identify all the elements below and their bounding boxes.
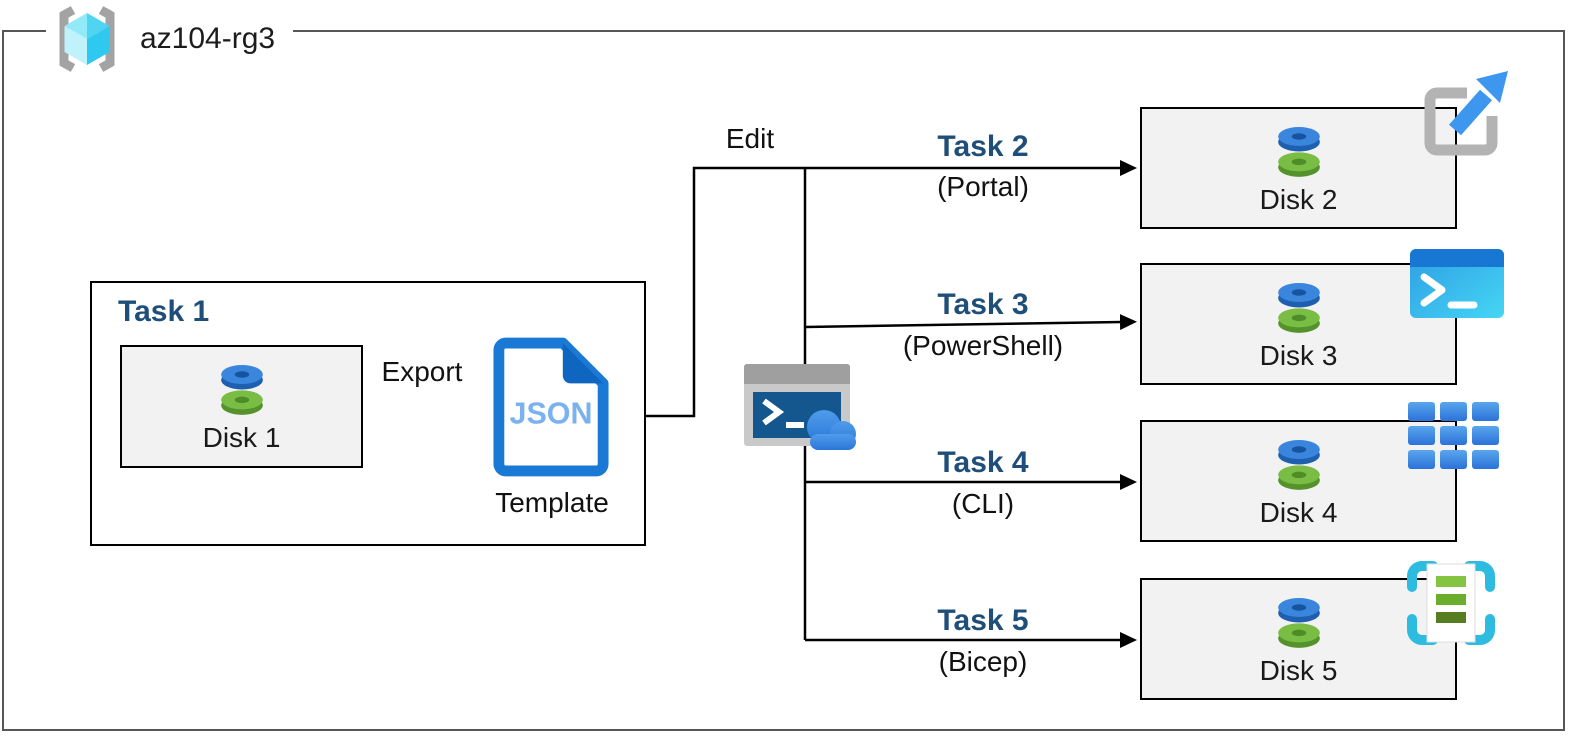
task5-label: Task 5 <box>937 604 1029 637</box>
edit-label: Edit <box>725 123 775 154</box>
disk2-box: Disk 2 <box>1140 107 1457 229</box>
task3-connector <box>804 314 1137 331</box>
task3-label: Task 3 <box>937 288 1029 321</box>
task4-tool-label: (CLI) <box>951 488 1015 519</box>
resource-group-icon <box>50 2 124 76</box>
task4-label: Task 4 <box>937 446 1029 479</box>
disk1-label: Disk 1 <box>202 422 281 453</box>
task1-title: Task 1 <box>118 295 210 328</box>
powershell-icon <box>1410 249 1504 318</box>
managed-disk-icon <box>209 360 275 418</box>
cloud-shell-icon <box>744 364 864 456</box>
disk3-label: Disk 3 <box>1259 340 1338 371</box>
disk4-box: Disk 4 <box>1140 420 1457 542</box>
managed-disk-icon <box>1266 278 1332 336</box>
disk5-box: Disk 5 <box>1140 578 1457 700</box>
json-template-icon: JSON <box>492 336 610 483</box>
managed-disk-icon <box>1266 593 1332 651</box>
task3-tool-label: (PowerShell) <box>902 330 1064 361</box>
task2-tool-label: (Portal) <box>937 171 1029 202</box>
azure-portal-icon <box>1415 68 1512 160</box>
bicep-template-icon <box>1406 560 1496 646</box>
json-file-text: JSON <box>510 397 593 431</box>
resource-group-header: az104-rg3 <box>46 2 294 76</box>
azure-cli-icon <box>1408 402 1499 469</box>
disk1-box: Disk 1 <box>120 345 363 468</box>
disk4-label: Disk 4 <box>1259 497 1338 528</box>
template-label: Template <box>495 487 609 518</box>
disk2-label: Disk 2 <box>1259 184 1338 215</box>
managed-disk-icon <box>1266 122 1332 180</box>
task2-label: Task 2 <box>937 130 1029 163</box>
task2-connector <box>646 160 1137 418</box>
disk3-box: Disk 3 <box>1140 263 1457 385</box>
disk5-label: Disk 5 <box>1259 655 1338 686</box>
resource-group-name: az104-rg3 <box>140 22 276 55</box>
task5-tool-label: (Bicep) <box>938 646 1028 677</box>
managed-disk-icon <box>1266 435 1332 493</box>
export-label: Export <box>381 356 463 387</box>
